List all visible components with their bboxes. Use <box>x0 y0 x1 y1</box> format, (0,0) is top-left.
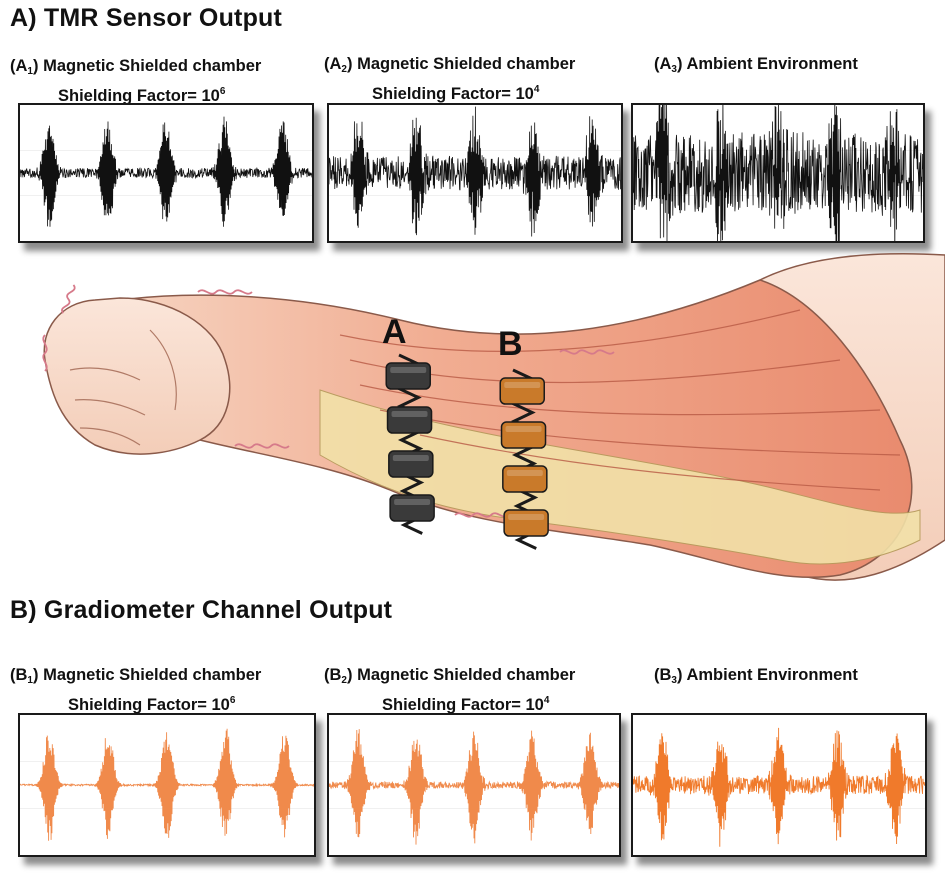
sensor-block <box>389 494 435 522</box>
panel-a1-label: (A1) Magnetic Shielded chamber Shielding… <box>10 57 262 105</box>
section-b-title: B) Gradiometer Channel Output <box>10 596 393 624</box>
waveform-trace <box>329 729 619 845</box>
sensor-block <box>499 377 545 405</box>
panel-a2-waveform <box>327 103 623 243</box>
waveform-trace <box>20 116 312 227</box>
panel-b1-label: (B1) Magnetic Shielded chamber Shielding… <box>10 666 262 714</box>
sensor-block <box>502 465 548 493</box>
sensor-b-label: B <box>498 325 523 363</box>
waveform-trace <box>633 727 925 847</box>
waveform-trace <box>20 728 314 841</box>
sensor-block <box>503 509 549 537</box>
waveform-trace <box>633 105 923 241</box>
sensor-a-label: A <box>382 313 407 351</box>
sensor-block <box>500 421 547 449</box>
forearm-illustration <box>42 253 945 581</box>
sensor-band-b <box>499 368 549 550</box>
sensor-block <box>385 362 431 390</box>
sensor-block <box>386 406 433 434</box>
section-a-title: A) TMR Sensor Output <box>10 4 283 32</box>
sensor-band-a <box>385 353 435 535</box>
waveform-trace <box>329 106 621 237</box>
panel-a3-label: (A3) Ambient Environment <box>654 55 858 75</box>
panel-b2-waveform <box>327 713 621 857</box>
panel-a3-waveform <box>631 103 925 243</box>
panel-b3-waveform <box>631 713 927 857</box>
panel-a2-label: (A2) Magnetic Shielded chamber Shielding… <box>324 55 576 103</box>
panel-b3-label: (B3) Ambient Environment <box>654 666 858 686</box>
sensor-block <box>388 450 434 478</box>
panel-b2-label: (B2) Magnetic Shielded chamber Shielding… <box>324 666 576 714</box>
panel-b1-waveform <box>18 713 316 857</box>
panel-a1-waveform <box>18 103 314 243</box>
